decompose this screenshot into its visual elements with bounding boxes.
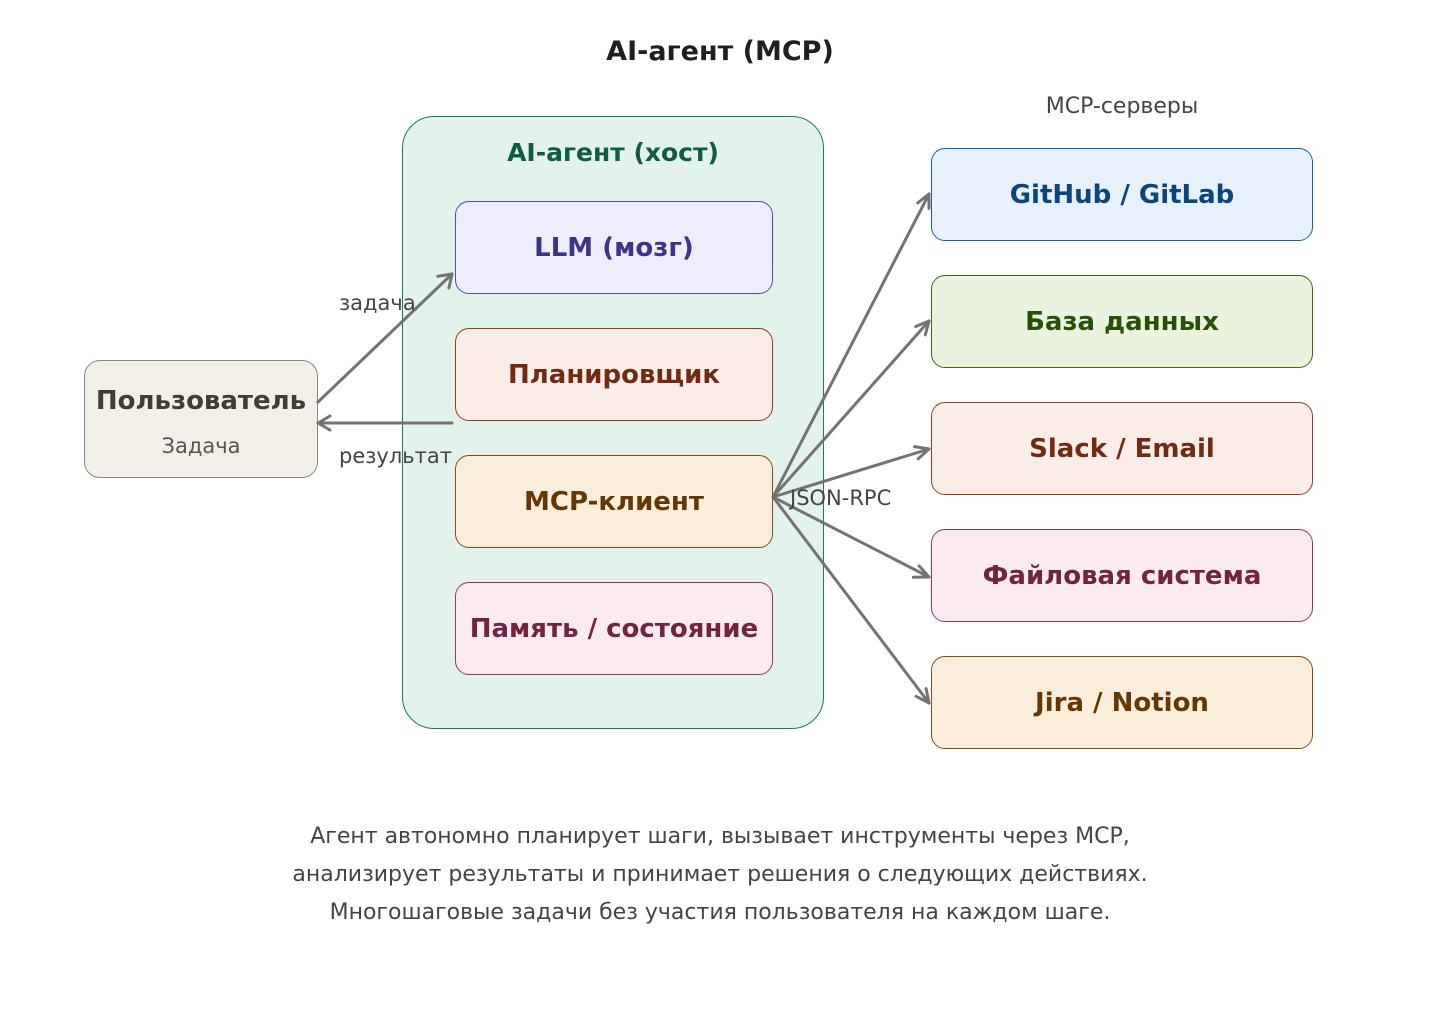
user-name: Пользователь <box>95 386 307 416</box>
edge-label-json-rpc: JSON-RPC <box>790 486 892 510</box>
arrowhead-result <box>316 414 332 432</box>
host-title: AI-агент (хост) <box>507 138 719 167</box>
server-database: База данных <box>931 275 1313 368</box>
server-jira-notion: Jira / Notion <box>931 656 1313 749</box>
server-slack-email: Slack / Email <box>931 402 1313 495</box>
caption-line-1: Агент автономно планирует шаги, вызывает… <box>310 824 1130 849</box>
planner-box: Планировщик <box>455 328 773 421</box>
edge-label-result: результат <box>339 444 452 468</box>
arrowhead-files <box>911 564 931 579</box>
server-github-gitlab: GitHub / GitLab <box>931 148 1313 241</box>
llm-box: LLM (мозг) <box>455 201 773 294</box>
mcp-client-box: MCP-клиент <box>455 455 773 548</box>
mcp-servers-label: MCP-серверы <box>1045 94 1199 119</box>
caption-line-2: анализирует результаты и принимает решен… <box>292 862 1148 887</box>
diagram-title: AI-агент (MCP) <box>606 36 834 67</box>
user-subtitle: Задача <box>161 434 241 458</box>
arrowhead-jira <box>914 687 931 705</box>
arrowhead-database <box>914 319 931 337</box>
server-file-system: Файловая система <box>931 529 1313 622</box>
arrowhead-github <box>916 192 931 210</box>
arrowhead-slack <box>913 445 931 461</box>
caption-line-3: Многошаговые задачи без участия пользова… <box>329 900 1111 925</box>
memory-box: Память / состояние <box>455 582 773 675</box>
edge-label-task: задача <box>339 291 416 315</box>
user-box <box>84 360 318 478</box>
